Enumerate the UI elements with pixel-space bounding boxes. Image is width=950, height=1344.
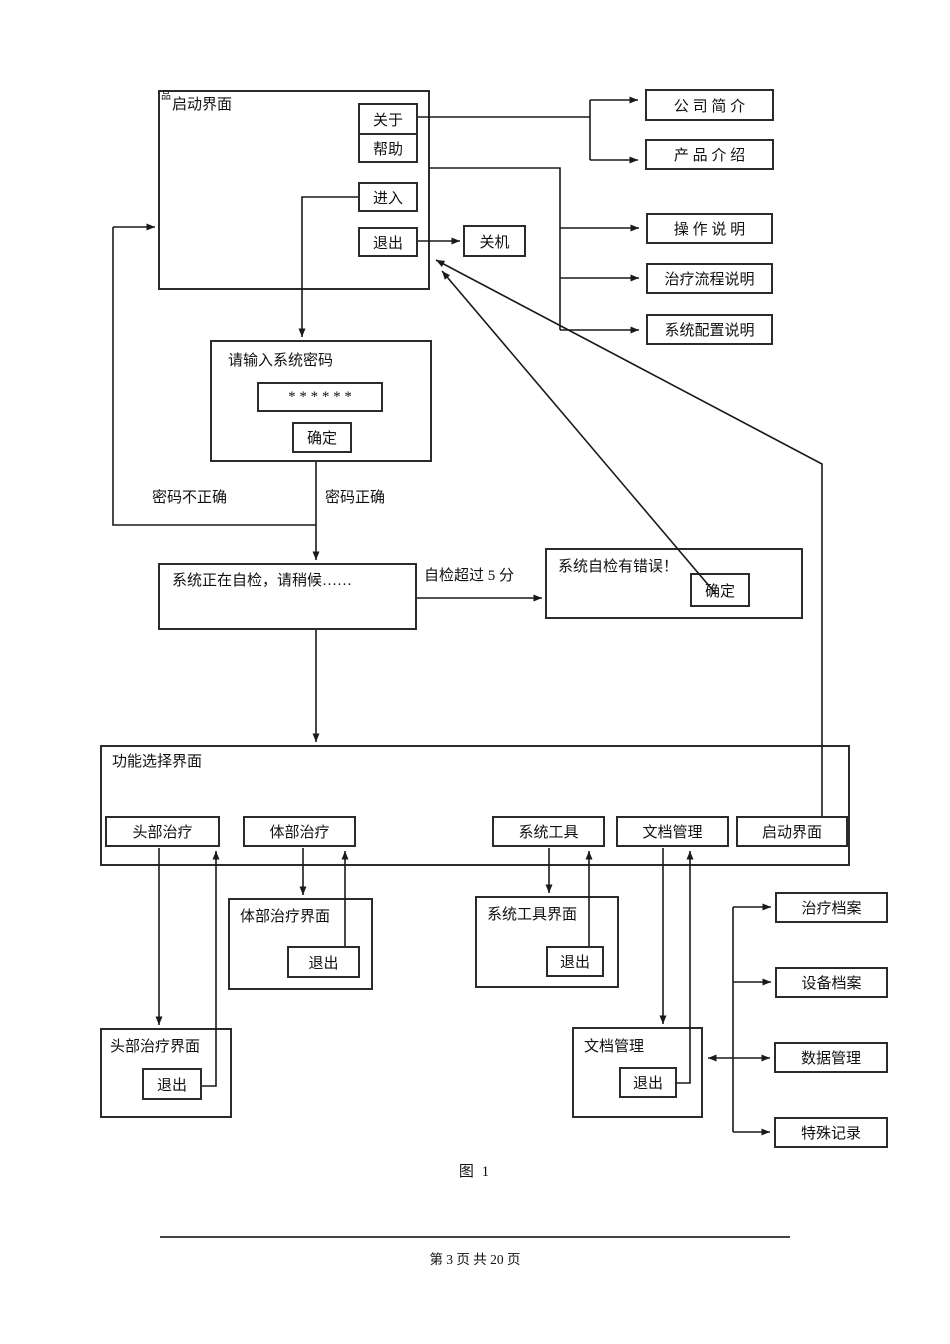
selfcheck-box [158, 563, 417, 630]
password-prompt: 请输入系统密码 [228, 353, 334, 369]
product-intro-box: 产 品 介 绍 [645, 139, 774, 170]
about-button: 关于 [358, 103, 418, 135]
equipment-archive-box: 设备档案 [775, 967, 888, 998]
treatment-flow-guide-box: 治疗流程说明 [646, 263, 773, 294]
startup-title: 启动界面 [172, 97, 233, 113]
exit-button: 退出 [358, 227, 418, 257]
startup-screen-button: 启动界面 [736, 816, 848, 847]
doc-management-exit-button: 退出 [619, 1067, 677, 1098]
password-correct-label: 密码正确 [325, 490, 386, 506]
treatment-archive-box: 治疗档案 [775, 892, 888, 923]
password-input: * * * * * * [257, 382, 383, 412]
system-tools-screen-title: 系统工具界面 [487, 907, 578, 923]
selfcheck-text: 系统正在自检，请稍候…… [172, 573, 353, 589]
system-tools-button: 系统工具 [492, 816, 605, 847]
head-treatment-exit-button: 退出 [142, 1068, 202, 1100]
system-config-guide-box: 系统配置说明 [646, 314, 773, 345]
function-select-title: 功能选择界面 [112, 754, 203, 770]
doc-management-button: 文档管理 [616, 816, 729, 847]
password-ok-button: 确定 [292, 422, 352, 453]
body-treatment-screen-title: 体部治疗界面 [240, 909, 331, 925]
data-management-box: 数据管理 [774, 1042, 888, 1073]
selfcheck-error-ok-button: 确定 [690, 573, 750, 607]
doc-management-screen-title: 文档管理 [584, 1039, 645, 1055]
special-records-box: 特殊记录 [774, 1117, 888, 1148]
head-treatment-button: 头部治疗 [105, 816, 220, 847]
function-select-box [100, 745, 850, 866]
selfcheck-error-text: 系统自检有错误！ [558, 559, 679, 575]
footer-divider [160, 1236, 790, 1238]
operation-guide-box: 操 作 说 明 [646, 213, 773, 244]
password-wrong-label: 密码不正确 [152, 490, 228, 506]
body-treatment-exit-button: 退出 [287, 946, 360, 978]
shutdown-box: 关机 [463, 225, 526, 257]
figure-caption: 图 1 [458, 1164, 492, 1180]
selfcheck-timeout-label: 自检超过 5 分 [424, 568, 515, 584]
body-treatment-button: 体部治疗 [243, 816, 356, 847]
company-intro-box: 公 司 简 介 [645, 89, 774, 121]
enter-button: 进入 [358, 182, 418, 212]
startup-tag-label: 品 [161, 91, 171, 102]
page-number: 第 3 页 共 20 页 [429, 1252, 521, 1267]
head-treatment-screen-title: 头部治疗界面 [110, 1039, 201, 1055]
help-button: 帮助 [358, 133, 418, 163]
system-tools-exit-button: 退出 [546, 946, 604, 977]
